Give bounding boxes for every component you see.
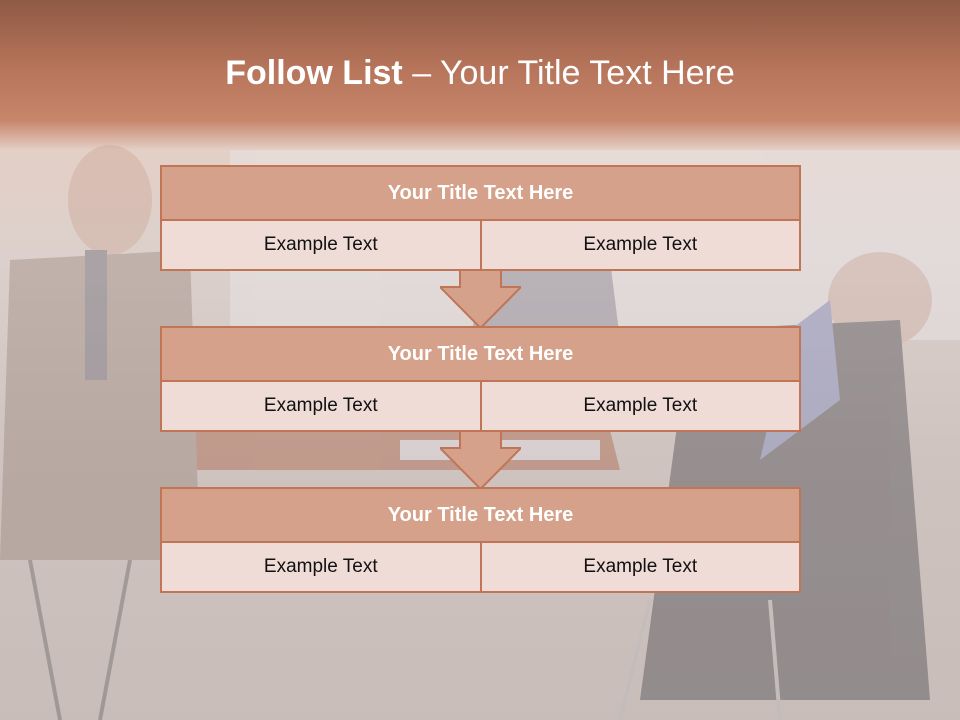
step-2: Your Title Text Here Example Text Exampl… (160, 326, 801, 432)
slide-title: Follow List – Your Title Text Here (0, 54, 960, 93)
step-3-title: Your Title Text Here (160, 487, 801, 543)
title-rest: – Your Title Text Here (402, 54, 735, 92)
step-1: Your Title Text Here Example Text Exampl… (160, 165, 801, 271)
step-3-right-text: Example Text (481, 543, 801, 593)
step-1-right-text: Example Text (481, 221, 801, 271)
step-2-title: Your Title Text Here (160, 326, 801, 382)
down-arrow-icon (440, 270, 521, 330)
step-3-row: Example Text Example Text (160, 543, 801, 593)
step-2-left-text: Example Text (160, 382, 482, 432)
step-1-title: Your Title Text Here (160, 165, 801, 221)
step-2-right-text: Example Text (481, 382, 801, 432)
step-3-left-text: Example Text (160, 543, 482, 593)
step-2-row: Example Text Example Text (160, 382, 801, 432)
step-3: Your Title Text Here Example Text Exampl… (160, 487, 801, 593)
down-arrow-icon (440, 431, 521, 491)
step-1-row: Example Text Example Text (160, 221, 801, 271)
step-1-left-text: Example Text (160, 221, 482, 271)
title-bold: Follow List (225, 54, 403, 92)
